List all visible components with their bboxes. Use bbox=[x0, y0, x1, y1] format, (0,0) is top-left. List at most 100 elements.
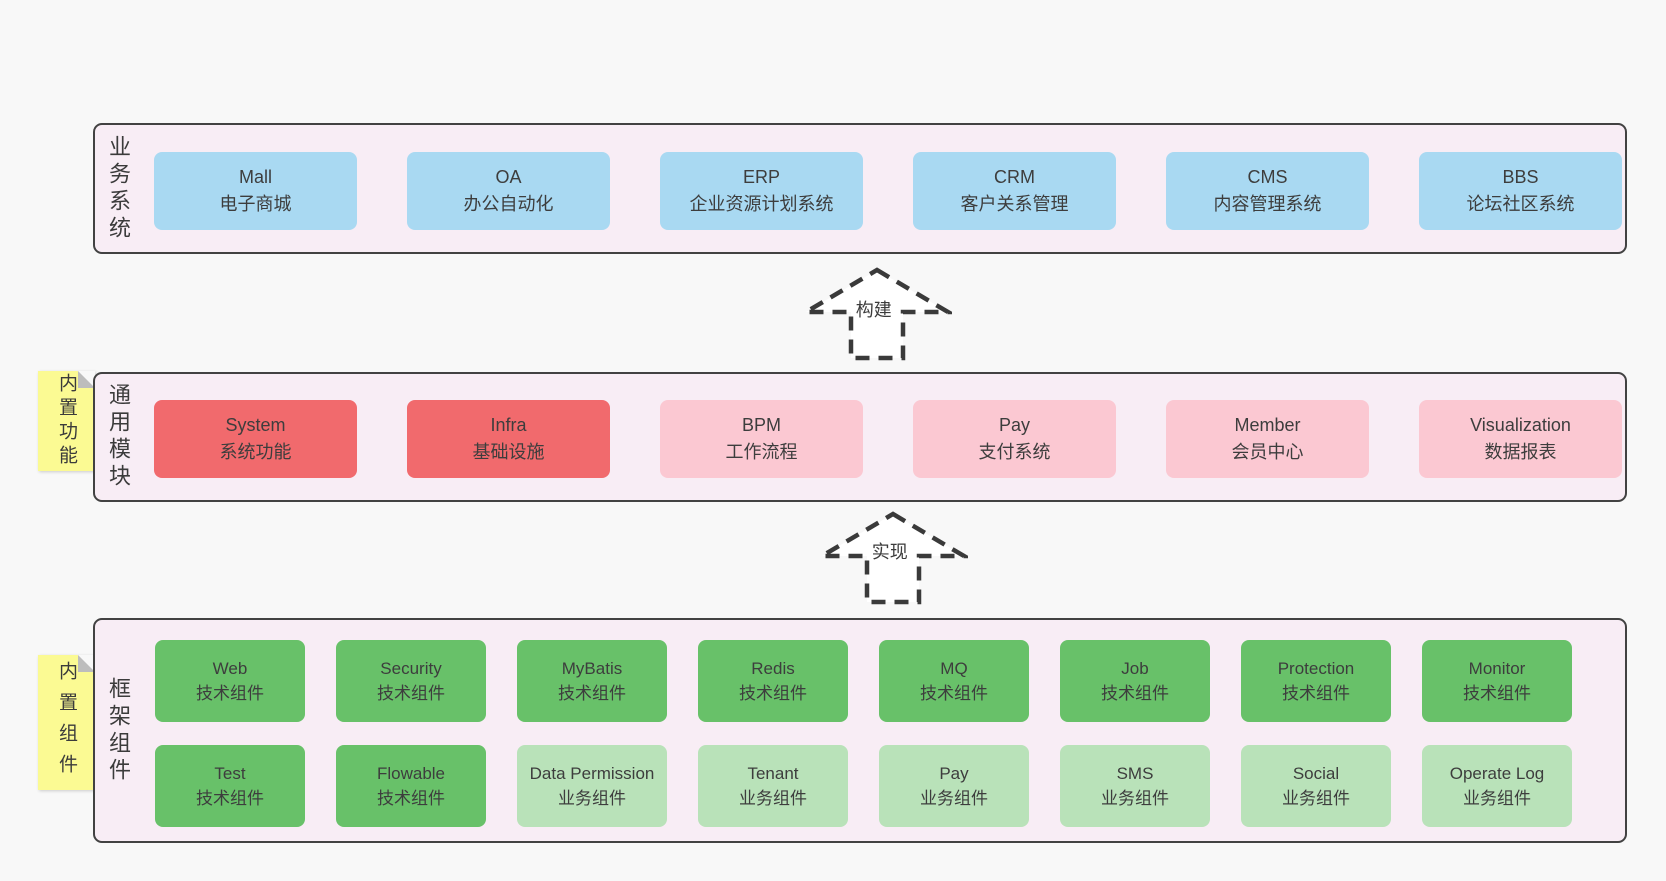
box-title-en: Redis bbox=[751, 659, 795, 678]
sticky-note-builtin-features: 内置功能 bbox=[38, 371, 95, 471]
box-title-en: Operate Log bbox=[1449, 764, 1545, 783]
box-sms: SMS 业务组件 bbox=[1060, 745, 1210, 827]
box-erp: ERP 企业资源计划系统 bbox=[660, 152, 863, 230]
box-title-zh: 业务组件 bbox=[1101, 789, 1169, 808]
box-infra: Infra 基础设施 bbox=[407, 400, 610, 478]
box-title-zh: 数据报表 bbox=[1484, 442, 1557, 462]
box-operate-log: Operate Log 业务组件 bbox=[1422, 745, 1572, 827]
box-title-zh: 企业资源计划系统 bbox=[689, 194, 834, 214]
band-framework-components: 框架组件 Web 技术组件 Security 技术组件 MyBatis 技术组件… bbox=[93, 618, 1627, 843]
box-title-zh: 技术组件 bbox=[196, 789, 264, 808]
box-title-en: Monitor bbox=[1468, 659, 1526, 678]
box-title-zh: 技术组件 bbox=[377, 684, 445, 703]
box-title-zh: 系统功能 bbox=[219, 442, 292, 462]
box-title-zh: 办公自动化 bbox=[463, 194, 554, 214]
box-title-zh: 内容管理系统 bbox=[1213, 194, 1322, 214]
sticky-note-builtin-components: 内置组件 bbox=[38, 655, 95, 790]
box-mall: Mall 电子商城 bbox=[154, 152, 357, 230]
box-mybatis: MyBatis 技术组件 bbox=[517, 640, 667, 722]
box-title-zh: 电子商城 bbox=[219, 194, 292, 214]
band-business-systems: 业务系统 Mall 电子商城 OA 办公自动化 ERP 企业资源计划系统 CRM… bbox=[93, 123, 1627, 254]
box-title-zh: 技术组件 bbox=[1282, 684, 1350, 703]
box-title-zh: 业务组件 bbox=[1282, 789, 1350, 808]
box-title-zh: 客户关系管理 bbox=[960, 194, 1069, 214]
box-test: Test 技术组件 bbox=[155, 745, 305, 827]
arrow-label: 实现 bbox=[869, 538, 910, 564]
sticky-note-label: 内置组件 bbox=[56, 660, 77, 785]
box-title-en: Infra bbox=[490, 415, 527, 435]
band-boxes: Web 技术组件 Security 技术组件 MyBatis 技术组件 Redi… bbox=[155, 640, 1572, 827]
box-title-en: Web bbox=[212, 659, 248, 678]
box-title-en: Social bbox=[1292, 764, 1340, 783]
box-title-zh: 工作流程 bbox=[725, 442, 798, 462]
box-tenant: Tenant 业务组件 bbox=[698, 745, 848, 827]
box-pay: Pay 支付系统 bbox=[913, 400, 1116, 478]
box-title-zh: 支付系统 bbox=[978, 442, 1051, 462]
box-title-zh: 技术组件 bbox=[377, 789, 445, 808]
box-title-zh: 业务组件 bbox=[739, 789, 807, 808]
box-title-zh: 基础设施 bbox=[472, 442, 545, 462]
box-cms: CMS 内容管理系统 bbox=[1166, 152, 1369, 230]
box-pay-business: Pay 业务组件 bbox=[879, 745, 1029, 827]
box-title-en: Member bbox=[1234, 415, 1301, 435]
box-title-zh: 会员中心 bbox=[1231, 442, 1304, 462]
box-title-en: Test bbox=[214, 764, 246, 783]
arrow-build: 构建 bbox=[802, 266, 952, 362]
box-title-en: ERP bbox=[742, 167, 780, 187]
box-title-en: MyBatis bbox=[561, 659, 623, 678]
box-title-en: BBS bbox=[1502, 167, 1539, 187]
box-title-en: Flowable bbox=[376, 764, 446, 783]
box-title-en: Pay bbox=[939, 764, 969, 783]
box-title-en: CRM bbox=[994, 167, 1035, 187]
box-title-en: CMS bbox=[1247, 167, 1288, 187]
box-title-en: Visualization bbox=[1470, 415, 1571, 435]
box-protection: Protection 技术组件 bbox=[1241, 640, 1391, 722]
arrow-label: 构建 bbox=[853, 296, 894, 322]
box-visualization: Visualization 数据报表 bbox=[1419, 400, 1622, 478]
box-title-en: Job bbox=[1121, 659, 1149, 678]
box-bbs: BBS 论坛社区系统 bbox=[1419, 152, 1622, 230]
box-title-en: Data Permission bbox=[529, 764, 655, 783]
component-row-1: Web 技术组件 Security 技术组件 MyBatis 技术组件 Redi… bbox=[155, 640, 1572, 722]
box-title-en: Pay bbox=[998, 415, 1031, 435]
band-label-framework-components: 框架组件 bbox=[106, 676, 131, 785]
box-title-zh: 论坛社区系统 bbox=[1466, 194, 1575, 214]
box-bpm: BPM 工作流程 bbox=[660, 400, 863, 478]
box-flowable: Flowable 技术组件 bbox=[336, 745, 486, 827]
box-title-en: Security bbox=[380, 659, 442, 678]
box-title-zh: 业务组件 bbox=[1463, 789, 1531, 808]
band-label-business-systems: 业务系统 bbox=[106, 134, 131, 243]
box-redis: Redis 技术组件 bbox=[698, 640, 848, 722]
box-job: Job 技术组件 bbox=[1060, 640, 1210, 722]
box-title-en: OA bbox=[495, 167, 522, 187]
band-boxes: System 系统功能 Infra 基础设施 BPM 工作流程 Pay 支付系统… bbox=[154, 400, 1622, 478]
box-security: Security 技术组件 bbox=[336, 640, 486, 722]
box-title-zh: 业务组件 bbox=[920, 789, 988, 808]
box-crm: CRM 客户关系管理 bbox=[913, 152, 1116, 230]
box-monitor: Monitor 技术组件 bbox=[1422, 640, 1572, 722]
box-title-en: Protection bbox=[1277, 659, 1355, 678]
box-member: Member 会员中心 bbox=[1166, 400, 1369, 478]
box-title-zh: 技术组件 bbox=[739, 684, 807, 703]
arrow-implement: 实现 bbox=[818, 508, 968, 608]
band-boxes: Mall 电子商城 OA 办公自动化 ERP 企业资源计划系统 CRM 客户关系… bbox=[154, 152, 1622, 230]
box-title-en: Tenant bbox=[747, 764, 799, 783]
box-title-zh: 技术组件 bbox=[196, 684, 264, 703]
box-web: Web 技术组件 bbox=[155, 640, 305, 722]
box-title-en: BPM bbox=[741, 415, 781, 435]
box-social: Social 业务组件 bbox=[1241, 745, 1391, 827]
component-row-2: Test 技术组件 Flowable 技术组件 Data Permission … bbox=[155, 745, 1572, 827]
box-data-permission: Data Permission 业务组件 bbox=[517, 745, 667, 827]
band-label-common-modules: 通用模块 bbox=[106, 383, 131, 491]
box-title-en: MQ bbox=[940, 659, 968, 678]
box-title-en: System bbox=[225, 415, 286, 435]
box-mq: MQ 技术组件 bbox=[879, 640, 1029, 722]
box-oa: OA 办公自动化 bbox=[407, 152, 610, 230]
box-title-en: Mall bbox=[238, 167, 272, 187]
sticky-note-label: 内置功能 bbox=[56, 373, 77, 469]
box-title-zh: 技术组件 bbox=[1463, 684, 1531, 703]
box-title-zh: 技术组件 bbox=[558, 684, 626, 703]
box-title-zh: 技术组件 bbox=[920, 684, 988, 703]
box-title-zh: 技术组件 bbox=[1101, 684, 1169, 703]
